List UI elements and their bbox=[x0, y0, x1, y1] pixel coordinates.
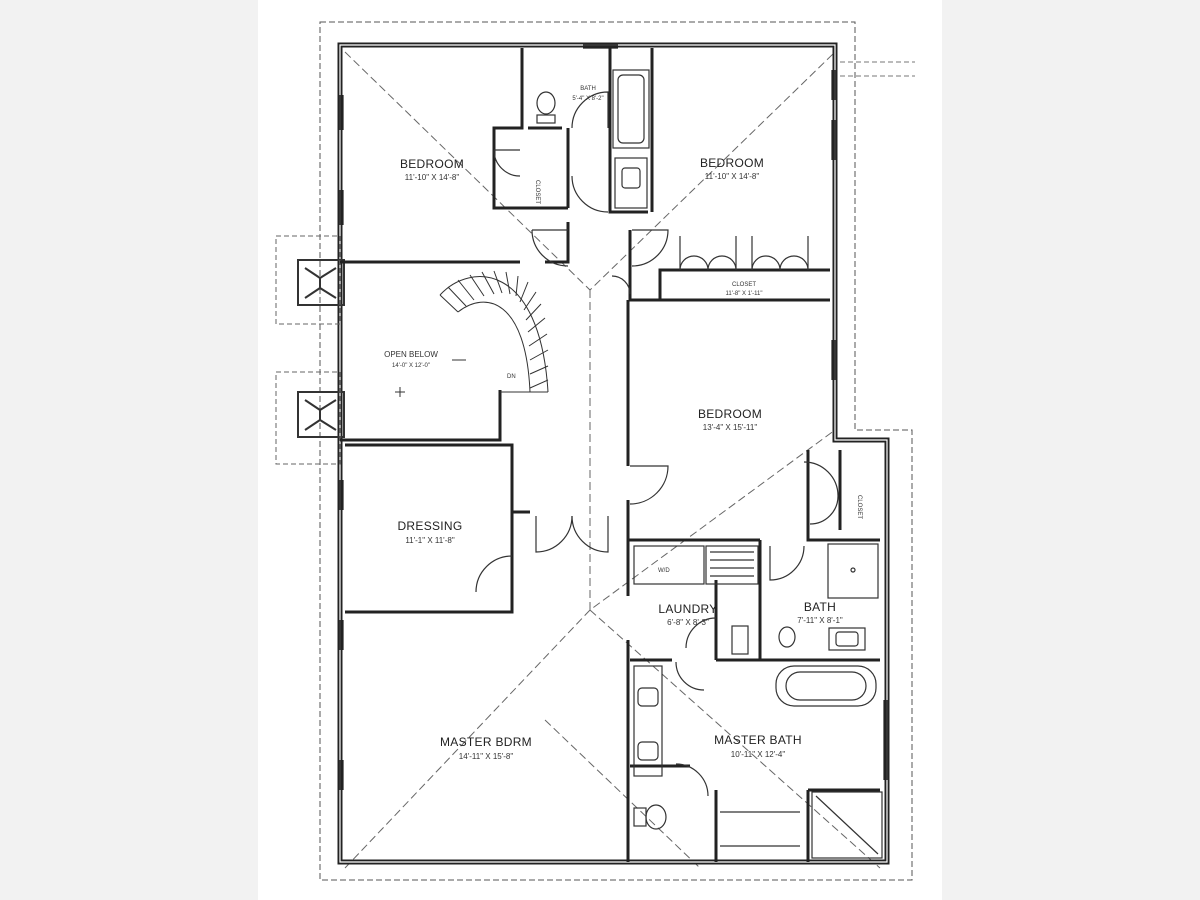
washer-dryer-label: W/D bbox=[658, 568, 670, 574]
room-dims-bath-1: 5'-4" X 8'-2" bbox=[572, 96, 603, 102]
closet-label-1: CLOSET bbox=[534, 180, 540, 204]
floor-plan-sheet: DN bbox=[258, 0, 942, 900]
room-name-bath-2: BATH bbox=[804, 600, 836, 614]
room-name-dressing: DRESSING bbox=[397, 519, 462, 533]
stair-dn-label: DN bbox=[507, 374, 516, 380]
room-name-bath-1: BATH bbox=[580, 86, 596, 92]
curved-staircase bbox=[439, 270, 549, 393]
interior-walls bbox=[340, 48, 880, 862]
room-dims-bedroom-3: 13'-4" X 15'-11" bbox=[703, 423, 758, 432]
room-dims-closet: 11'-8" X 1'-11" bbox=[725, 291, 762, 297]
room-name-master-bath: MASTER BATH bbox=[714, 733, 802, 747]
room-dims-bath-2: 7'-11" X 8'-1" bbox=[797, 616, 843, 625]
room-name-laundry: LAUNDRY bbox=[658, 602, 717, 616]
room-dims-master-bdrm: 14'-11" X 15'-8" bbox=[459, 752, 514, 761]
second-floor-plan: DN bbox=[275, 21, 915, 881]
closet-bifold-doors bbox=[679, 236, 809, 271]
room-dims-dressing: 11'-1" X 11'-8" bbox=[405, 536, 455, 545]
room-name-bedroom-1: BEDROOM bbox=[400, 157, 464, 171]
room-name-master-bdrm: MASTER BDRM bbox=[440, 735, 532, 749]
room-labels: BEDROOM 11'-10" X 14'-8" BATH 5'-4" X 8'… bbox=[384, 86, 843, 761]
windows bbox=[339, 44, 888, 790]
room-name-open-below: OPEN BELOW bbox=[384, 350, 438, 359]
room-dims-bedroom-2: 11'-10" X 14'-8" bbox=[705, 172, 760, 181]
door-swings bbox=[475, 91, 839, 797]
room-name-closet: CLOSET bbox=[732, 282, 756, 288]
roof-hip-lines bbox=[344, 51, 881, 869]
room-name-bedroom-2: BEDROOM bbox=[700, 156, 764, 170]
room-dims-bedroom-1: 11'-10" X 14'-8" bbox=[405, 173, 460, 182]
reference-mark bbox=[395, 387, 405, 397]
room-dims-master-bath: 10'-11" X 12'-4" bbox=[731, 750, 786, 759]
roof-outline bbox=[319, 21, 913, 881]
fixtures bbox=[536, 69, 883, 859]
room-dims-open-below: 14'-0" X 12'-0" bbox=[392, 363, 430, 369]
room-dims-laundry: 6'-8" X 8'-3" bbox=[667, 618, 709, 627]
bay-bumpouts bbox=[297, 259, 345, 438]
closet-label-2: CLOSET bbox=[856, 495, 862, 519]
room-name-bedroom-3: BEDROOM bbox=[698, 407, 762, 421]
